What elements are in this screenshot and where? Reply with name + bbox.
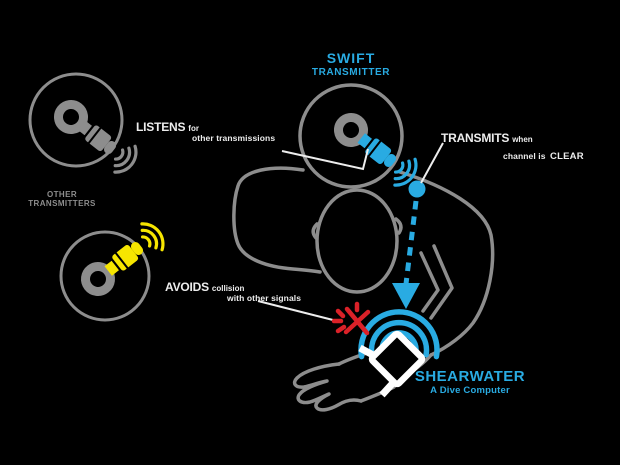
arrowhead-icon (392, 283, 420, 309)
transmitter-body (53, 99, 121, 160)
listens-small-word: for (188, 124, 199, 133)
transmits-small-word: when (512, 135, 533, 144)
watch-face (368, 330, 426, 388)
swift-transmitter-title: SWIFT TRANSMITTER (287, 50, 415, 78)
reception-arc-outer (358, 309, 440, 360)
avoids-keyword: AVOIDS (165, 280, 209, 294)
other-transmitters-line1: OTHER (47, 190, 77, 199)
swift-transmitter-circle (298, 83, 404, 189)
listens-keyword: LISTENS (136, 120, 186, 134)
avoids-callout-line2: with other signals (227, 293, 302, 303)
pointer-lines (257, 142, 444, 321)
listens-callout-line2: other transmissions (192, 133, 276, 143)
transmitter-body (80, 236, 148, 297)
pointer-line-transmits (420, 142, 444, 184)
reception-arc-middle (368, 319, 430, 358)
other-transmitter-circle-top (28, 72, 124, 168)
transmit-origin-dot (408, 180, 426, 198)
dive-computer-brand: SHEARWATER (414, 368, 526, 385)
transmits-callout-line2: channel is CLEAR (503, 146, 584, 164)
other-transmitters-label: OTHER TRANSMITTERS (12, 190, 112, 209)
other-transmitters-line2: TRANSMITTERS (28, 198, 96, 208)
diver-ear-right (394, 217, 403, 235)
diver-hand (292, 362, 363, 412)
transmit-path-icon (392, 200, 420, 309)
diver-head (315, 188, 399, 294)
watch-strap-stub (358, 344, 375, 359)
dive-computer-descriptor: A Dive Computer (430, 384, 510, 396)
other-transmitter-circle-bottom (59, 230, 151, 322)
transmits-keyword: TRANSMITS (441, 131, 510, 145)
diver-elbow-outer (429, 244, 454, 320)
dashed-signal-line (403, 200, 419, 285)
avoids-small-word: collision (211, 284, 245, 293)
diver-right-shoulder (398, 170, 495, 357)
swift-title-line2: TRANSMITTER (311, 66, 391, 78)
dive-computer-icon (358, 330, 426, 398)
pointer-line-avoids (257, 300, 334, 321)
transmits-line2-text: channel is (503, 151, 546, 161)
diver-left-shoulder (232, 166, 322, 274)
swift-title-line1: SWIFT (326, 50, 376, 66)
diver-elbow-inner (419, 251, 440, 313)
transmits-line2-keyword: CLEAR (550, 151, 584, 162)
transmitter-icon-yellow (78, 217, 171, 300)
collision-spark-icon (331, 301, 371, 336)
diver-ear-left (311, 222, 319, 240)
watch-strap-stub (379, 381, 395, 398)
dive-computer-label: SHEARWATER A Dive Computer (402, 368, 538, 396)
pointer-line-listens (281, 148, 369, 171)
